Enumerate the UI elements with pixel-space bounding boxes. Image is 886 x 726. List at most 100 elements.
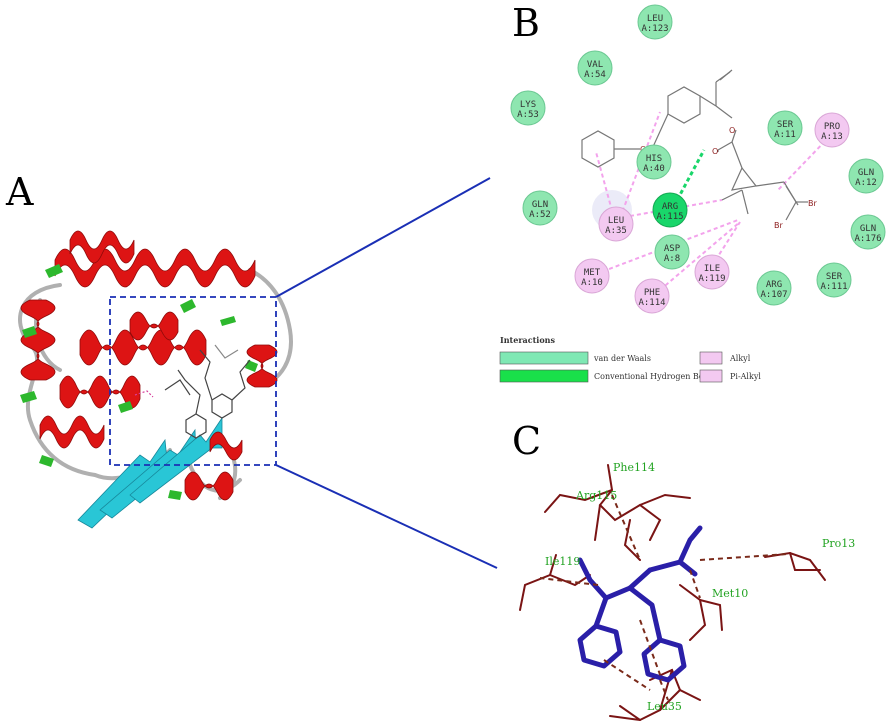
alkyl-line-met [595,219,739,275]
turn-segments [20,264,258,500]
residue-id: A:10 [581,278,603,288]
zoom-connectors [275,177,498,569]
legend-label-alkyl: Alkyl [729,354,751,363]
alpha-helices [20,230,278,501]
interaction-dashes-c [539,494,789,701]
label-pro13: Pro13 [822,537,855,550]
panel-a-letter: A [5,170,34,214]
residue-bubble [694,254,730,290]
residue-id: A:52 [529,210,551,220]
residue-id: A:35 [605,226,627,236]
label-ile119: Ile119 [545,555,580,568]
residue-bubble [598,206,634,242]
alkyl-line-phe [659,221,741,291]
ring-2 [581,130,615,168]
residue-bubble [816,262,852,298]
residue-name: LYS [520,100,536,110]
residue-bubble [510,90,546,126]
atom-br2: Br [774,221,783,230]
residue-id: A:176 [854,234,881,244]
residue-name: ARG [766,280,782,290]
residue-name: LEU [647,14,663,24]
alkyl-line-leu [629,199,723,217]
atom-o2: O [729,126,735,135]
ring-1 [667,86,701,124]
residue-name: SER [826,272,843,282]
label-phe114: Phe114 [613,461,655,474]
residue-bubble [577,50,613,86]
residue-id: A:119 [698,274,725,284]
residue-bubble [634,278,670,314]
residue-name: GLN [532,200,548,210]
residue-sticks [519,464,826,722]
panel-b: B [499,1,886,383]
residue-id: A:123 [641,24,668,34]
pi-alkyl-line-1 [595,151,615,219]
residue-bubble [574,258,610,294]
beta-sheet [77,416,223,529]
connector-to-c [275,464,498,569]
legend-title: Interactions [500,335,556,345]
panel-c-letter: C [512,419,541,463]
residue-id: A:114 [638,298,665,308]
residue-name: SER [777,120,794,130]
residue-name: PRO [824,122,840,132]
residue-id: A:13 [821,132,843,142]
panel-c: C [512,419,855,722]
panel-a: A [5,170,293,529]
residue-name: PHE [644,288,660,298]
residue-id: A:53 [517,110,539,120]
residue-name: ASP [664,244,681,254]
residue-id: A:12 [855,178,877,188]
residue-name: LEU [608,216,624,226]
zoom-selection-box [109,296,277,466]
ligand-ring-1 [577,623,623,669]
connector-to-b [275,177,491,298]
legend-swatch-hbond [499,369,589,383]
residue-bubble [636,144,672,180]
residue-id: A:111 [820,282,847,292]
atom-br1: Br [808,199,817,208]
legend-label-pi-alkyl: Pi-Alkyl [730,372,761,381]
legend-swatch-vdw [499,351,589,365]
residue-bubbles: LEUA:123VALA:54LYSA:53SERA:11PROA:13GLNA… [510,4,886,314]
residue-bubble [850,214,886,250]
residue-bubble [848,158,884,194]
residue-id: A:107 [760,290,787,300]
residue-name: VAL [587,60,603,70]
residue-bubble [654,234,690,270]
residue-id: A:11 [774,130,796,140]
residue-bubble [637,4,673,40]
label-met10: Met10 [712,587,748,600]
legend-label-vdw: van der Waals [593,354,651,363]
residue-bubble [767,110,803,146]
residue-name: MET [584,268,601,278]
residue-id: A:40 [643,164,665,174]
legend-swatch-pi-alkyl [699,369,723,383]
ligand-sticks [577,525,703,683]
panel-b-letter: B [512,1,540,45]
residue-name: GLN [860,224,876,234]
residue-name: HIS [646,154,662,164]
alkyl-line-pro [777,135,831,191]
ligand-wireframe [134,344,251,439]
atom-o3: O [712,147,718,156]
residue-id: A:8 [664,254,680,264]
